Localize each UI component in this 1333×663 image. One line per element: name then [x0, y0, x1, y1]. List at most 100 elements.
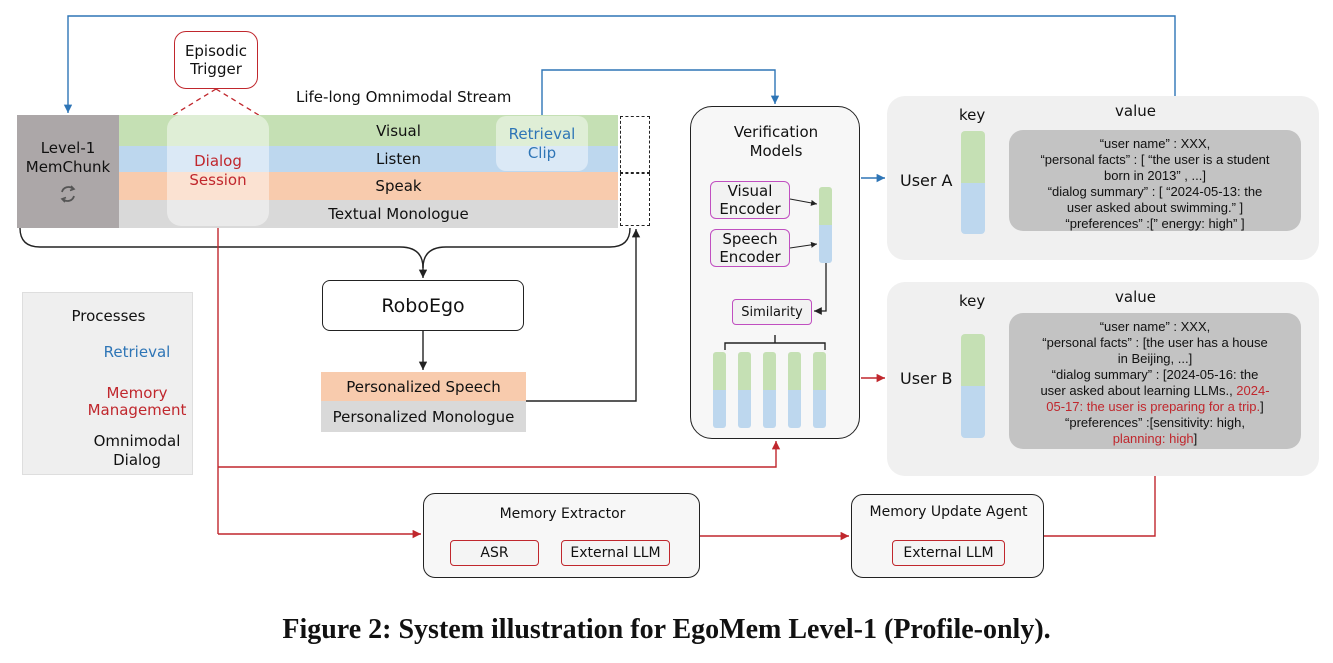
verification-title: Verification Models — [691, 123, 861, 161]
visual-encoder-line2: Encoder — [719, 200, 781, 218]
episodic-trigger-dash-left — [169, 88, 217, 118]
value-line: born in 2013” , ...] — [1017, 168, 1293, 184]
band-listen-label: Listen — [376, 150, 421, 168]
value-line: “user name” : XXX, — [1017, 319, 1293, 335]
memory-extractor-box: Memory Extractor ASR External LLM — [423, 493, 700, 578]
legend-item-omnimodal-dialog: Omnimodal Dialog — [23, 433, 194, 473]
value-segment: “personal facts” : [ “the user is a stud… — [1040, 152, 1270, 167]
speech-encoder-line1: Speech — [722, 230, 778, 248]
retrieval-clip-overlay: Retrieval Clip — [496, 116, 588, 171]
memchunk-line2: MemChunk — [25, 157, 111, 176]
personalized-speech: Personalized Speech — [321, 372, 526, 401]
stream-brace — [19, 227, 631, 269]
similarity-box: Similarity — [732, 299, 812, 325]
candidate-embedding — [813, 352, 826, 428]
dialog-session-line2: Session — [189, 170, 247, 189]
band-monologue-label: Textual Monologue — [328, 205, 469, 223]
value-line: “personal facts” : [the user has a house — [1017, 335, 1293, 351]
band-visual: Visual — [119, 115, 618, 146]
user-a-key-label: key — [959, 106, 986, 124]
legend-dialog-label-line1: Omnimodal — [93, 432, 181, 450]
candidate-embedding — [763, 352, 776, 428]
retrieval-clip-line2: Clip — [527, 143, 557, 162]
value-segment-new: 2024- — [1236, 383, 1270, 398]
user-b-name: User B — [900, 369, 953, 388]
value-segment: “preferences” :[” energy: high” ] — [1065, 216, 1245, 231]
user-b-key-vector — [961, 334, 985, 438]
candidate-embedding — [738, 352, 751, 428]
episodic-trigger-line1: Episodic — [184, 42, 248, 60]
legend-item-retrieval: Retrieval — [23, 343, 194, 383]
legend-memory-label-line2: Management — [87, 401, 187, 419]
candidate-embedding — [713, 352, 726, 428]
visual-encoder-line1: Visual — [727, 182, 773, 200]
episodic-trigger-box: Episodic Trigger — [174, 31, 258, 89]
verification-title-line2: Models — [749, 142, 803, 160]
value-line: planning: high] — [1017, 431, 1293, 447]
legend-item-memory-management: Memory Management — [23, 385, 194, 425]
extractor-external-llm: External LLM — [561, 540, 670, 566]
speech-encoder-line2: Encoder — [719, 248, 781, 266]
value-line: “dialog summary” : [2024-05-16: the — [1017, 367, 1293, 383]
value-line: “personal facts” : [ “the user is a stud… — [1017, 152, 1293, 168]
value-segment-new: 05-17: the user is preparing for a trip. — [1046, 399, 1261, 414]
value-segment: “dialog summary” : [2024-05-16: the — [1051, 367, 1259, 382]
value-line: “preferences” :[” energy: high” ] — [1017, 216, 1293, 232]
legend-title: Processes — [71, 307, 146, 325]
stream-title: Life-long Omnimodal Stream — [296, 88, 512, 106]
value-line: user asked about swimming.” ] — [1017, 200, 1293, 216]
value-segment: born in 2013” , ...] — [1104, 168, 1206, 183]
update-agent-external-llm: External LLM — [892, 540, 1005, 566]
memory-arrow-to-verification — [218, 441, 781, 468]
value-segment: “dialog summary” : [ “2024-05-13: the — [1047, 184, 1263, 199]
memory-update-agent-title: Memory Update Agent — [869, 504, 1028, 520]
future-slot-upper — [620, 116, 650, 173]
band-listen: Listen — [119, 146, 618, 172]
user-b-value-label: value — [1115, 288, 1156, 306]
value-segment: “user name” : XXX, — [1099, 319, 1211, 334]
value-segment: user asked about learning LLMs., — [1040, 383, 1237, 398]
value-segment: “preferences” :[sensitivity: high, — [1065, 415, 1245, 430]
refresh-icon — [60, 184, 76, 203]
value-segment: in Beijing, ...] — [1117, 351, 1193, 366]
verification-models-box: Verification Models Visual Encoder Speec… — [690, 106, 860, 439]
legend-retrieval-label: Retrieval — [103, 343, 171, 361]
dialog-session-line1: Dialog — [194, 151, 242, 170]
value-segment: ] — [1260, 399, 1264, 414]
episodic-trigger-dash-right — [215, 88, 263, 118]
value-line: 05-17: the user is preparing for a trip.… — [1017, 399, 1293, 415]
user-a-name: User A — [900, 171, 953, 190]
user-b-value-box: “user name” : XXX,“personal facts” : [th… — [1009, 313, 1301, 449]
figure-caption: Figure 2: System illustration for EgoMem… — [282, 614, 1051, 645]
value-segment-new: planning: high — [1112, 431, 1194, 446]
value-line: in Beijing, ...] — [1017, 351, 1293, 367]
value-line: user asked about learning LLMs., 2024- — [1017, 383, 1293, 399]
legend-memory-label-line1: Memory — [106, 384, 168, 402]
verification-title-line1: Verification — [733, 123, 819, 141]
query-embedding — [819, 187, 832, 263]
memchunk-block: Level-1 MemChunk — [17, 115, 119, 228]
band-speak-label: Speak — [375, 177, 422, 195]
episodic-trigger-line2: Trigger — [190, 60, 242, 78]
value-line: “user name” : XXX, — [1017, 136, 1293, 152]
user-a-value-label: value — [1115, 102, 1156, 120]
band-monologue: Textual Monologue — [119, 200, 618, 228]
value-segment: “user name” : XXX, — [1099, 136, 1211, 151]
verification-arrows — [724, 198, 827, 350]
roboego-box: RoboEgo — [322, 280, 524, 331]
dialog-session-overlay: Dialog Session — [167, 115, 269, 226]
user-a-value-box: “user name” : XXX,“personal facts” : [ “… — [1009, 130, 1301, 231]
user-b-panel: key value User B “user name” : XXX,“pers… — [887, 282, 1319, 476]
memory-extractor-title: Memory Extractor — [499, 506, 626, 522]
user-b-key-label: key — [959, 292, 986, 310]
band-visual-label: Visual — [376, 121, 421, 140]
memory-update-agent-box: Memory Update Agent External LLM — [851, 494, 1044, 578]
value-segment: ] — [1193, 431, 1198, 446]
value-segment: user asked about swimming.” ] — [1066, 200, 1244, 215]
value-line: “preferences” :[sensitivity: high, — [1017, 415, 1293, 431]
speech-encoder: Speech Encoder — [710, 229, 790, 267]
asr-module: ASR — [450, 540, 539, 566]
band-speak: Speak — [119, 172, 618, 200]
legend: Processes Retrieval Memory Management Om… — [22, 292, 193, 475]
value-segment: “personal facts” : [the user has a house — [1042, 335, 1268, 350]
